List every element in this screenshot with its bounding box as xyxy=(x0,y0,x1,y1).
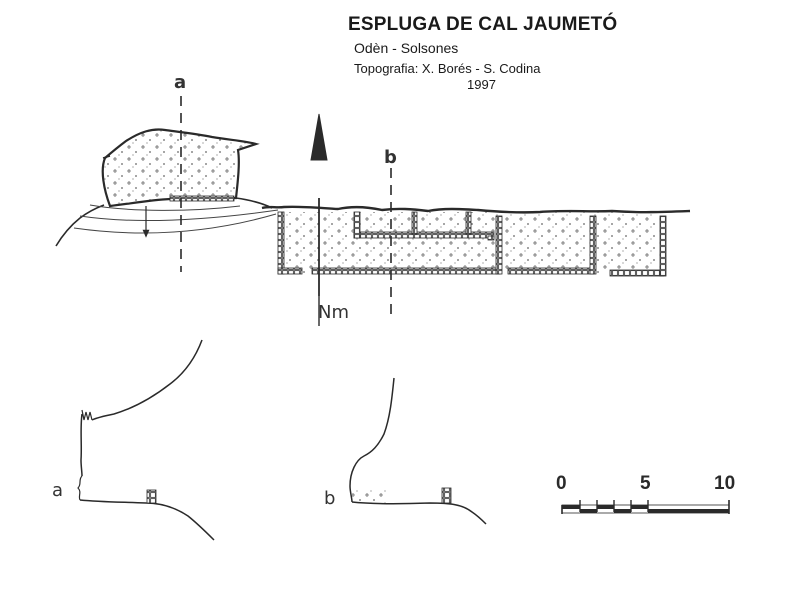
survey-location: Odèn - Solsones xyxy=(354,40,459,56)
scale-label-0: 0 xyxy=(556,473,567,494)
survey-title: ESPLUGA DE CAL JAUMETÓ xyxy=(348,14,618,35)
cave-top-line xyxy=(261,205,691,214)
section-profile-b xyxy=(349,377,487,525)
cave-plan xyxy=(55,96,691,326)
section-profile-a xyxy=(77,339,215,541)
shelter-outline xyxy=(101,128,260,208)
section-a-marker: a xyxy=(174,72,187,93)
scale-label-5: 5 xyxy=(640,473,651,494)
north-arrow-head xyxy=(310,113,328,161)
north-label: Nm xyxy=(318,302,349,323)
cave-interior xyxy=(280,212,664,274)
scale-label-10: 10 xyxy=(714,473,736,494)
survey-authors: Topografia: X. Borés - S. Codina xyxy=(354,61,541,76)
shelter-wall xyxy=(169,195,235,202)
scale-bar xyxy=(561,500,730,514)
profile-b-label: b xyxy=(324,488,336,509)
section-b-marker: b xyxy=(384,147,397,168)
profile-a-label: a xyxy=(52,480,64,501)
survey-year: 1997 xyxy=(467,77,496,92)
